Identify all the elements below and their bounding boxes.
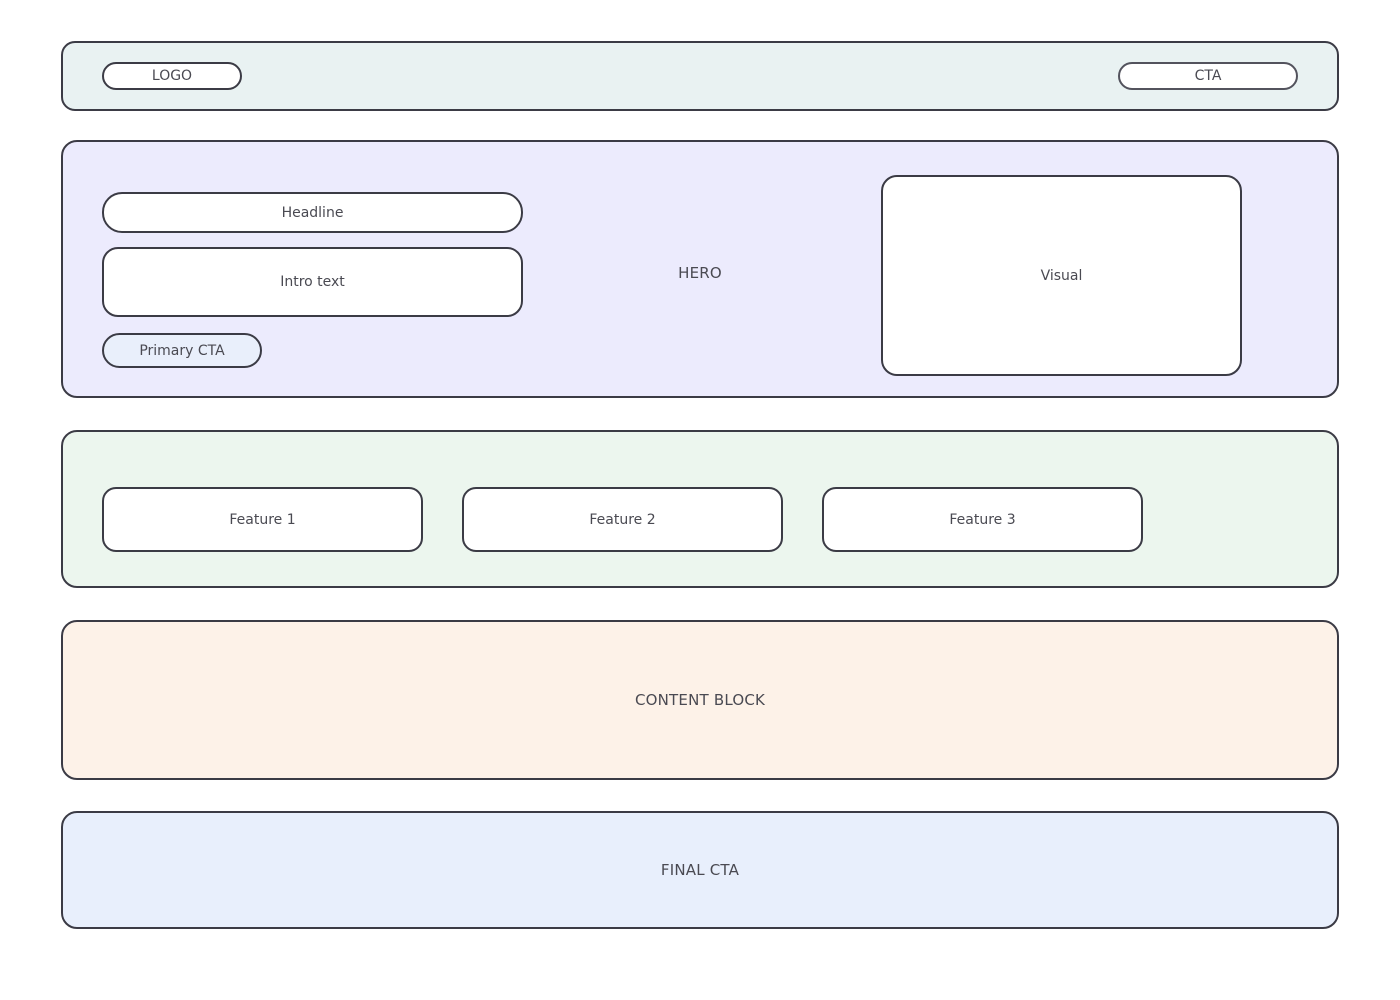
header-cta-button[interactable]: CTA (1118, 62, 1298, 90)
hero-visual-placeholder: Visual (881, 175, 1242, 376)
header-section: LOGO CTA (61, 41, 1339, 111)
feature-card[interactable]: Feature 3 (822, 487, 1143, 552)
final-cta-label: FINAL CTA (660, 861, 740, 879)
features-section: Feature 1 Feature 2 Feature 3 (61, 430, 1339, 588)
logo-placeholder[interactable]: LOGO (102, 62, 242, 90)
hero-section: HERO Headline Intro text Primary CTA Vis… (61, 140, 1339, 398)
feature-card[interactable]: Feature 1 (102, 487, 423, 552)
hero-headline-placeholder: Headline (102, 192, 523, 233)
content-block-label: CONTENT BLOCK (634, 691, 766, 709)
feature-card[interactable]: Feature 2 (462, 487, 783, 552)
hero-section-label: HERO (678, 264, 722, 282)
hero-primary-cta-button[interactable]: Primary CTA (102, 333, 262, 368)
hero-intro-text-placeholder: Intro text (102, 247, 523, 317)
final-cta-section: FINAL CTA (61, 811, 1339, 929)
content-block-section: CONTENT BLOCK (61, 620, 1339, 780)
